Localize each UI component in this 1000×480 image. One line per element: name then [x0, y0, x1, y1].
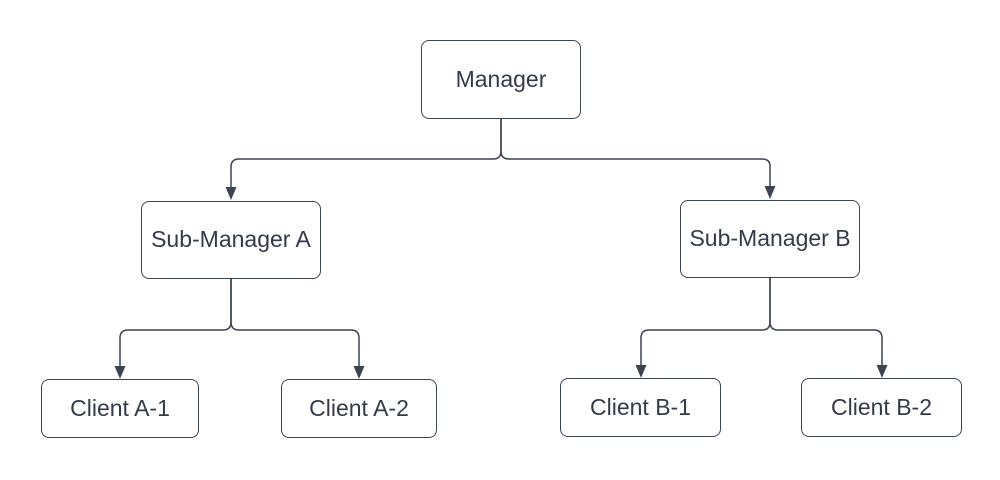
edge-sub-a-client-a2 — [230, 279, 365, 379]
node-label: Client B-2 — [831, 393, 932, 420]
edge-manager-sub-b — [500, 119, 776, 199]
arrowhead-down-icon — [764, 186, 776, 199]
node-label: Client A-1 — [70, 394, 170, 421]
node-sub-manager-b[interactable]: Sub-Manager B — [680, 200, 860, 278]
node-sub-manager-a[interactable]: Sub-Manager A — [141, 201, 321, 279]
node-client-a1[interactable]: Client A-1 — [41, 379, 199, 438]
arrowhead-down-icon — [225, 187, 237, 200]
node-label: Client B-1 — [590, 393, 691, 420]
node-manager[interactable]: Manager — [421, 40, 581, 119]
arrowhead-down-icon — [114, 366, 126, 379]
node-client-a2[interactable]: Client A-2 — [281, 379, 437, 438]
node-label: Manager — [455, 65, 547, 92]
edge-sub-b-client-b1 — [635, 278, 771, 378]
arrowhead-down-icon — [353, 366, 365, 379]
node-label: Sub-Manager B — [689, 225, 851, 252]
arrowhead-down-icon — [876, 365, 888, 378]
node-client-b2[interactable]: Client B-2 — [801, 378, 962, 437]
edge-sub-b-client-b2 — [769, 278, 888, 378]
node-client-b1[interactable]: Client B-1 — [560, 378, 721, 437]
edge-manager-sub-a — [225, 119, 502, 200]
edge-sub-a-client-a1 — [114, 279, 232, 379]
arrowhead-down-icon — [635, 365, 647, 378]
node-label: Sub-Manager A — [151, 226, 311, 253]
node-label: Client A-2 — [309, 394, 409, 421]
